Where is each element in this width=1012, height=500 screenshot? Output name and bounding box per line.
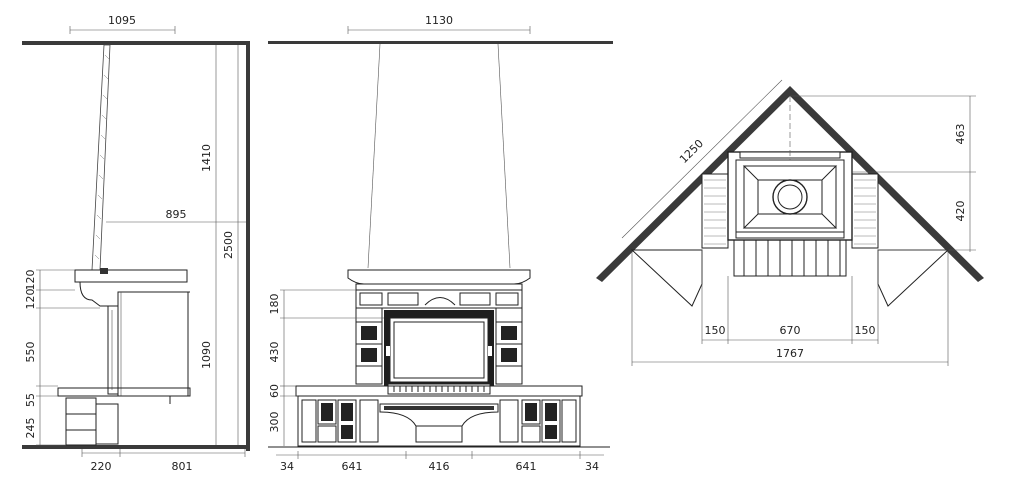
plan-firebox [727, 151, 853, 241]
plan-dim-diagonal-line [621, 79, 783, 239]
side-dim-body-height: 1090 [200, 341, 213, 369]
side-hearth [57, 387, 191, 397]
front-dim-bottom-2: 641 [342, 460, 363, 473]
front-dim-left-3: 60 [268, 384, 281, 398]
plan-dim-bottom-3: 150 [855, 324, 876, 337]
side-dim-top-width: 1095 [108, 14, 136, 27]
front-ceiling [268, 41, 613, 44]
front-dim-top-width: 1130 [425, 14, 453, 27]
side-dim-bottom-1: 220 [91, 460, 112, 473]
side-dim-left-5: 245 [24, 418, 37, 439]
plan-dim-right-1: 463 [954, 124, 967, 145]
side-dim-depth: 895 [166, 208, 187, 221]
front-dim-bottom-4: 641 [516, 460, 537, 473]
plan-front-base [733, 239, 847, 277]
side-dim-left-2: 120 [24, 289, 37, 310]
front-dim-left-2: 430 [268, 342, 281, 363]
front-left-column [355, 307, 383, 385]
front-firebox-door [384, 310, 494, 386]
side-chimney-pipe [91, 44, 111, 271]
front-grate [387, 383, 491, 395]
front-hood-right [497, 43, 511, 269]
side-dim-bottom-2: 801 [172, 460, 193, 473]
side-dim-chimney-height: 1410 [200, 144, 213, 172]
plan-dim-right-2: 420 [954, 201, 967, 222]
front-right-column [495, 307, 523, 385]
front-dim-bottom-1: 34 [280, 460, 294, 473]
plan-side-blocks [701, 173, 879, 249]
plan-dim-bottom-total: 1767 [776, 347, 804, 360]
front-hood-left [367, 43, 381, 269]
plan-dim-bottom-2: 670 [780, 324, 801, 337]
plan-dim-diagonal: 1250 [677, 137, 706, 166]
side-dim-left-1: 120 [24, 270, 37, 291]
side-ceiling [22, 41, 250, 45]
front-dim-bottom-5: 34 [585, 460, 599, 473]
side-dim-total-height: 2500 [222, 231, 235, 259]
side-top-slab [74, 269, 188, 283]
side-body [117, 291, 189, 397]
side-dim-left-4: 55 [24, 393, 37, 407]
side-floor [22, 445, 250, 449]
front-dim-left-4: 300 [268, 412, 281, 433]
plan-left-wing [630, 249, 703, 307]
side-door [107, 305, 119, 395]
plan-dim-bottom-1: 150 [705, 324, 726, 337]
side-wall [246, 41, 250, 451]
front-view: 1130 180 430 60 300 34 641 416 641 34 [268, 14, 613, 473]
front-dim-left-1: 180 [268, 294, 281, 315]
plan-right-wing [877, 249, 950, 307]
side-base [65, 396, 171, 446]
front-dim-bottom-3: 416 [429, 460, 450, 473]
side-view: 1095 1410 895 2500 1090 120 120 550 55 2… [22, 14, 250, 473]
side-cornice [79, 281, 190, 307]
plan-view: 1250 463 420 150 670 150 1767 [596, 79, 984, 366]
front-frieze [355, 289, 523, 309]
side-dim-left-3: 550 [24, 342, 37, 363]
side-pipe-collar [100, 268, 108, 274]
front-base [297, 395, 581, 447]
front-cornice [347, 269, 531, 285]
